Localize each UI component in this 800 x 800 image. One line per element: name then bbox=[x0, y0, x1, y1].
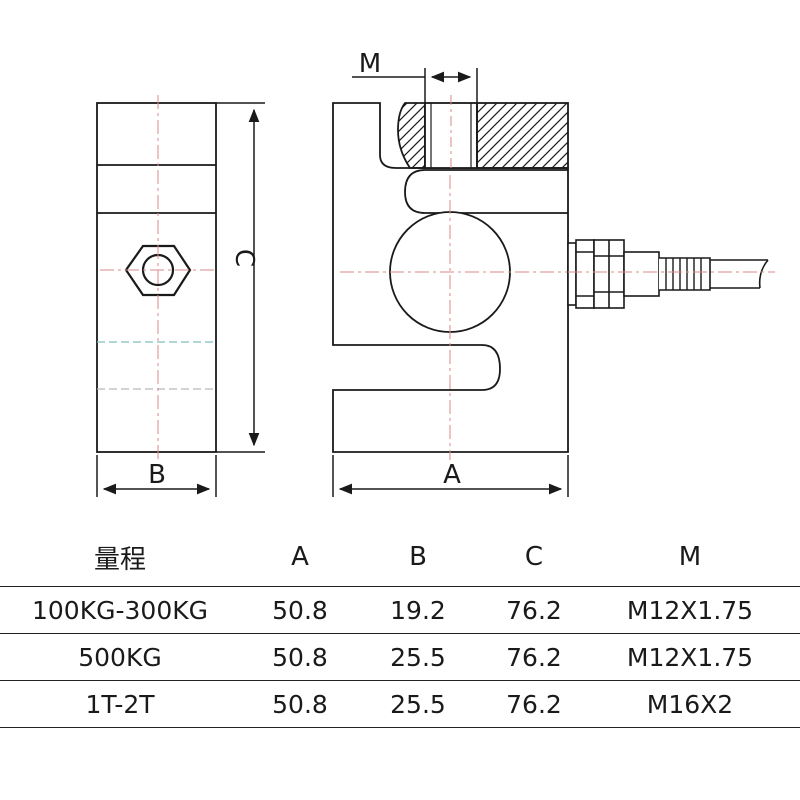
cable bbox=[568, 259, 775, 289]
cell-m: M12X1.75 bbox=[626, 642, 754, 672]
side-view bbox=[96, 95, 217, 460]
mounting-plate-section bbox=[397, 95, 569, 170]
header-range: 量程 bbox=[93, 544, 146, 575]
dimension-a-label: A bbox=[443, 460, 461, 490]
side-view-body bbox=[96, 102, 217, 453]
dimension-b bbox=[96, 455, 217, 497]
cell-m: M12X1.75 bbox=[626, 595, 754, 625]
spec-table: 量程 A B C M 100KG-300KG 50.8 19.2 76.2 M1… bbox=[0, 528, 800, 728]
cable-gland bbox=[567, 239, 711, 309]
cell-a: 50.8 bbox=[272, 642, 328, 672]
cell-m: M16X2 bbox=[646, 689, 734, 719]
table-row: 500KG 50.8 25.5 76.2 M12X1.75 bbox=[0, 633, 800, 680]
table-row: 100KG-300KG 50.8 19.2 76.2 M12X1.75 bbox=[0, 586, 800, 633]
header-m: M bbox=[678, 542, 702, 572]
table-header-row: 量程 A B C M bbox=[0, 528, 800, 586]
cell-range: 100KG-300KG bbox=[32, 595, 208, 625]
dimension-a bbox=[332, 455, 569, 497]
dimension-b-label: B bbox=[148, 460, 166, 490]
cell-c: 76.2 bbox=[506, 595, 562, 625]
dimension-m-label: M bbox=[359, 49, 381, 79]
cell-c: 76.2 bbox=[506, 689, 562, 719]
dimension-c bbox=[216, 102, 265, 453]
cell-range: 1T-2T bbox=[85, 689, 155, 719]
header-b: B bbox=[409, 542, 427, 572]
header-c: C bbox=[524, 542, 544, 572]
cell-b: 25.5 bbox=[390, 689, 446, 719]
cell-b: 19.2 bbox=[390, 595, 446, 625]
cell-a: 50.8 bbox=[272, 595, 328, 625]
cell-a: 50.8 bbox=[272, 689, 328, 719]
cell-b: 25.5 bbox=[390, 642, 446, 672]
front-view bbox=[332, 102, 569, 460]
dimension-m bbox=[352, 68, 478, 103]
header-a: A bbox=[291, 542, 309, 572]
table-row: 1T-2T 50.8 25.5 76.2 M16X2 bbox=[0, 680, 800, 728]
hex-nut bbox=[124, 244, 192, 297]
cell-c: 76.2 bbox=[506, 642, 562, 672]
load-cell-drawing: C B M bbox=[96, 49, 775, 497]
dimension-c-label: C bbox=[229, 249, 259, 267]
cell-range: 500KG bbox=[78, 642, 162, 672]
